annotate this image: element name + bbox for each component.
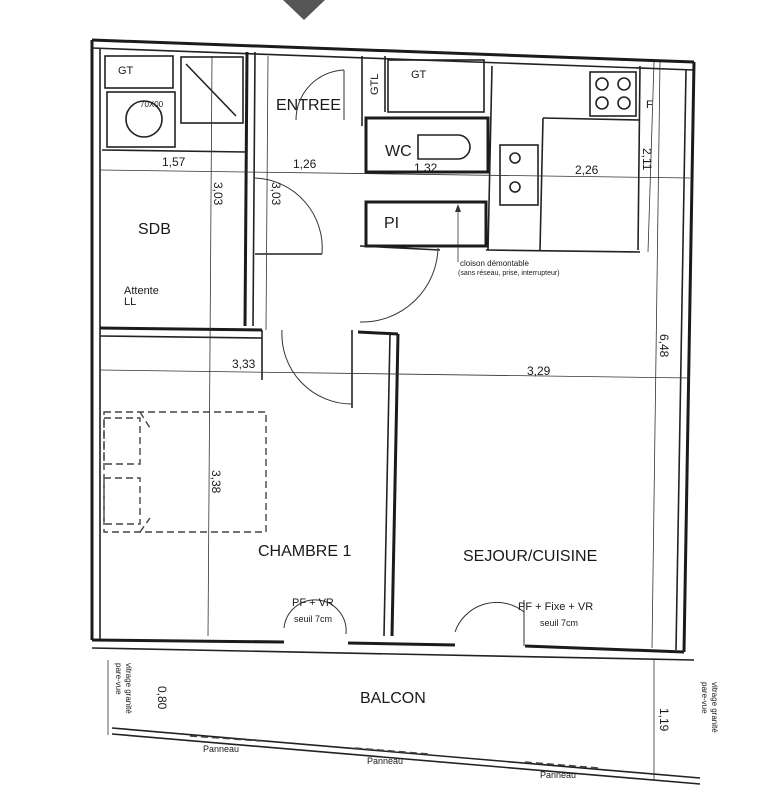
label-panneau-3: Panneau [540, 770, 576, 780]
label-pf-vr: PF + VR [292, 597, 334, 609]
label-gt-right: GT [411, 69, 427, 81]
label-cloison-note: (sans réseau, prise, interrupteur) [458, 270, 560, 277]
dim-132: 1,32 [414, 161, 438, 175]
room-sejour: SEJOUR/CUISINE [463, 548, 597, 565]
label-fridge: F [646, 99, 653, 111]
dim-303b: 3,03 [269, 182, 283, 206]
balcony [111, 727, 701, 785]
room-balcon: BALCON [360, 690, 426, 707]
label-seuil-1: seuil 7cm [294, 614, 332, 624]
label-cloison: cloison démontable [460, 259, 529, 268]
interior-walls [99, 51, 641, 637]
label-attente: Attente [124, 285, 159, 297]
label-seuil-2: seuil 7cm [540, 618, 578, 628]
dim-338: 3,38 [209, 470, 223, 494]
room-pi: PI [384, 215, 399, 232]
label-parevue-left: pare-vue [114, 663, 123, 695]
dim-211: 2,11 [640, 148, 654, 171]
dim-119: 1,19 [657, 708, 671, 732]
doors [254, 69, 525, 646]
dim-226: 2,26 [575, 163, 599, 177]
label-parevue-right: pare-vue [700, 682, 709, 714]
dim-080: 0,80 [155, 686, 169, 710]
cloison-arrow-icon [455, 204, 461, 212]
room-entree: ENTREE [276, 97, 341, 114]
label-pf-fixe-vr: PF + Fixe + VR [518, 601, 593, 613]
room-wc: WC [385, 143, 412, 160]
label-vitrage-left: vitrage granité [124, 663, 133, 714]
north-marker [283, 0, 325, 20]
dim-157: 1,57 [162, 155, 186, 169]
dim-333: 3,33 [232, 357, 256, 371]
label-ll: LL [124, 296, 136, 308]
room-chambre: CHAMBRE 1 [258, 543, 351, 560]
label-shower: 70X00 [140, 100, 164, 109]
dimension-lines [99, 55, 691, 780]
bed-outline [103, 411, 267, 533]
dim-303a: 3,03 [211, 182, 225, 206]
label-panneau-1: Panneau [203, 744, 239, 754]
label-vitrage-right: vitrage granité [710, 682, 719, 733]
label-gtl: GTL [369, 74, 381, 95]
outer-walls [90, 38, 696, 661]
label-panneau-2: Panneau [367, 756, 403, 766]
room-sdb: SDB [138, 221, 171, 238]
dim-648: 6,48 [657, 334, 671, 358]
dim-329: 3,29 [527, 364, 551, 378]
label-gt-left: GT [118, 65, 134, 77]
dim-126: 1,26 [293, 157, 317, 171]
